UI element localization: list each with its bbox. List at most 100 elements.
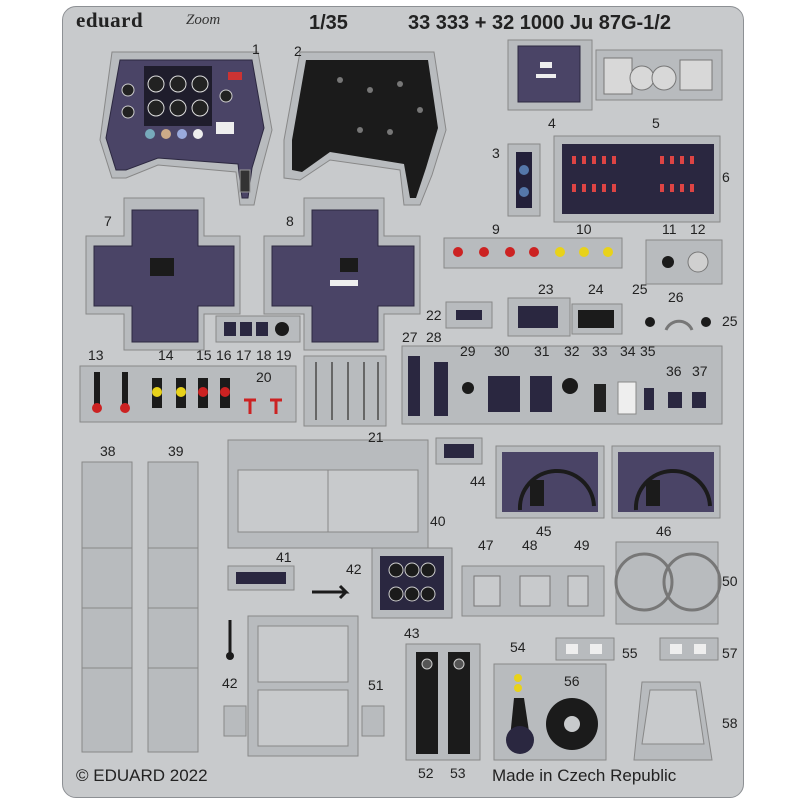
part-43-gauge-panel [371, 547, 453, 619]
part-6 [553, 135, 721, 223]
part-number-50: 50 [722, 573, 738, 589]
part-number-2: 2 [294, 43, 302, 59]
parts-22-26 [445, 297, 711, 337]
part-number-3: 3 [492, 145, 500, 161]
part-55 [555, 637, 615, 661]
part-40 [227, 439, 429, 549]
part-number-40: 40 [430, 513, 446, 529]
part-21 [303, 355, 387, 427]
part-number-15: 15 [196, 347, 212, 363]
parts-52-53-panels [405, 643, 481, 761]
part-number-22: 22 [426, 307, 442, 323]
part-number-42a: 42 [346, 561, 362, 577]
part-7-cross-panel [85, 197, 241, 351]
part-number-54: 54 [510, 639, 526, 655]
part-number-7: 7 [104, 213, 112, 229]
part-number-34: 34 [620, 343, 636, 359]
part-number-38: 38 [100, 443, 116, 459]
part-number-10: 10 [576, 221, 592, 237]
part-46-panel [611, 445, 721, 519]
brand-logo: eduard [76, 8, 144, 32]
part-number-30: 30 [494, 343, 510, 359]
part-51-frame [223, 615, 385, 757]
part-number-5: 5 [652, 115, 660, 131]
part-number-57: 57 [722, 645, 738, 661]
part-number-32: 32 [564, 343, 580, 359]
part-number-8: 8 [286, 213, 294, 229]
part-number-45: 45 [536, 523, 552, 539]
part-number-25b: 25 [722, 313, 738, 329]
part-number-28: 28 [426, 329, 442, 345]
part-4 [507, 39, 593, 111]
part-number-55: 55 [622, 645, 638, 661]
part-number-39: 39 [168, 443, 184, 459]
scale-label: 1/35 [309, 12, 348, 34]
part-44 [435, 437, 483, 465]
part-number-6: 6 [722, 169, 730, 185]
part-number-44: 44 [470, 473, 486, 489]
part-number-16: 16 [216, 347, 232, 363]
part-number-43: 43 [404, 625, 420, 641]
part-42-vertical [226, 620, 234, 660]
part-8-cross-panel [263, 197, 421, 351]
part-number-47: 47 [478, 537, 494, 553]
part-number-31: 31 [534, 343, 550, 359]
part-number-4: 4 [548, 115, 556, 131]
part-number-41: 41 [276, 549, 292, 565]
part-number-20: 20 [256, 369, 272, 385]
part-number-13: 13 [88, 347, 104, 363]
part-number-18: 18 [256, 347, 272, 363]
part-41 [227, 565, 295, 591]
part-number-25a: 25 [632, 281, 648, 297]
part-50-rings [614, 541, 722, 625]
part-number-46: 46 [656, 523, 672, 539]
part-number-36: 36 [666, 363, 682, 379]
part-2-instrument-panel-black [283, 51, 447, 206]
part-58 [633, 681, 713, 761]
part-number-9: 9 [492, 221, 500, 237]
origin-text: Made in Czech Republic [492, 766, 677, 785]
part-number-11: 11 [662, 221, 677, 237]
parts-27-37-strip [401, 345, 723, 425]
part-number-14: 14 [158, 347, 174, 363]
part-number-33: 33 [592, 343, 608, 359]
part-number-12: 12 [690, 221, 706, 237]
part-number-53: 53 [450, 765, 466, 781]
parts-16-19 [215, 315, 301, 343]
part-number-24: 24 [588, 281, 604, 297]
part-number-52: 52 [418, 765, 434, 781]
part-1-instrument-panel [99, 51, 273, 206]
copyright-text: © EDUARD 2022 [76, 766, 208, 785]
part-57 [659, 637, 719, 661]
part-number-56: 56 [564, 673, 580, 689]
part-42-arrow [312, 584, 350, 600]
part-3 [507, 143, 541, 217]
part-number-1: 1 [252, 41, 260, 57]
brand-sub-logo: Zoom [186, 12, 221, 28]
set-code-label: 33 333 + 32 1000 Ju 87G-1/2 [408, 12, 671, 34]
part-number-27: 27 [402, 329, 418, 345]
parts-47-49 [461, 565, 605, 617]
part-38-strip [81, 461, 133, 753]
part-number-17: 17 [236, 347, 252, 363]
parts-9-10-lamp-row [443, 237, 623, 269]
part-number-21: 21 [368, 429, 384, 445]
part-number-26: 26 [668, 289, 684, 305]
parts-13-20-levers [79, 365, 297, 423]
part-number-23: 23 [538, 281, 554, 297]
part-number-42b: 42 [222, 675, 238, 691]
part-number-35: 35 [640, 343, 656, 359]
part-number-37: 37 [692, 363, 708, 379]
part-number-58: 58 [722, 715, 738, 731]
part-number-19: 19 [276, 347, 292, 363]
part-5 [595, 49, 723, 101]
part-number-49: 49 [574, 537, 590, 553]
part-number-29: 29 [460, 343, 476, 359]
parts-11-12 [645, 239, 723, 285]
part-45-panel [495, 445, 605, 519]
parts-54-56 [493, 663, 607, 761]
part-number-51: 51 [368, 677, 384, 693]
part-number-48: 48 [522, 537, 538, 553]
part-39-strip [147, 461, 199, 753]
